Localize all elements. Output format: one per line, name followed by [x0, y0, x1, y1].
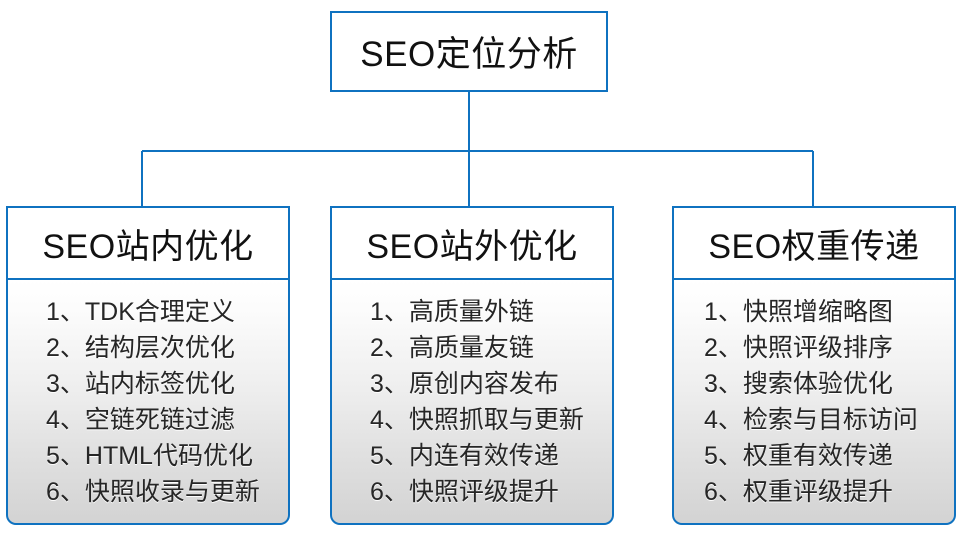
branch-item-list-1: 1、TDK合理定义 2、结构层次优化 3、站内标签优化 4、空链死链过滤 5、H…: [8, 294, 288, 510]
root-node-label: SEO定位分析: [360, 35, 578, 74]
list-item: 6、快照收录与更新: [46, 478, 260, 506]
list-item: 1、TDK合理定义: [46, 298, 235, 326]
branch-body-2: 1、高质量外链 2、高质量友链 3、原创内容发布 4、快照抓取与更新 5、内连有…: [330, 279, 614, 525]
branch-column-3: SEO权重传递 1、快照增缩略图 2、快照评级排序 3、搜索体验优化 4、检索与…: [672, 206, 956, 525]
list-item: 3、原创内容发布: [370, 370, 559, 398]
branch-header-1: SEO站内优化: [6, 206, 290, 280]
list-item: 5、权重有效传递: [704, 442, 893, 470]
branch-header-3: SEO权重传递: [672, 206, 956, 280]
branch-column-1: SEO站内优化 1、TDK合理定义 2、结构层次优化 3、站内标签优化 4、空链…: [6, 206, 290, 525]
list-item: 2、高质量友链: [370, 334, 534, 362]
branch-column-2: SEO站外优化 1、高质量外链 2、高质量友链 3、原创内容发布 4、快照抓取与…: [330, 206, 614, 525]
list-item: 2、快照评级排序: [704, 334, 893, 362]
list-item: 3、搜索体验优化: [704, 370, 893, 398]
list-item: 5、内连有效传递: [370, 442, 559, 470]
list-item: 1、快照增缩略图: [704, 298, 893, 326]
branch-body-3: 1、快照增缩略图 2、快照评级排序 3、搜索体验优化 4、检索与目标访问 5、权…: [672, 279, 956, 525]
list-item: 5、HTML代码优化: [46, 442, 253, 470]
branch-header-label-1: SEO站内优化: [42, 227, 254, 266]
list-item: 6、权重评级提升: [704, 478, 893, 506]
branch-header-2: SEO站外优化: [330, 206, 614, 280]
branch-item-list-3: 1、快照增缩略图 2、快照评级排序 3、搜索体验优化 4、检索与目标访问 5、权…: [674, 294, 954, 510]
branch-body-1: 1、TDK合理定义 2、结构层次优化 3、站内标签优化 4、空链死链过滤 5、H…: [6, 279, 290, 525]
list-item: 4、空链死链过滤: [46, 406, 235, 434]
list-item: 4、检索与目标访问: [704, 406, 918, 434]
list-item: 6、快照评级提升: [370, 478, 559, 506]
list-item: 2、结构层次优化: [46, 334, 235, 362]
list-item: 3、站内标签优化: [46, 370, 235, 398]
list-item: 1、高质量外链: [370, 298, 534, 326]
branch-item-list-2: 1、高质量外链 2、高质量友链 3、原创内容发布 4、快照抓取与更新 5、内连有…: [332, 294, 612, 510]
list-item: 4、快照抓取与更新: [370, 406, 584, 434]
root-node: SEO定位分析: [330, 11, 608, 92]
branch-header-label-2: SEO站外优化: [366, 227, 578, 266]
branch-header-label-3: SEO权重传递: [708, 227, 920, 266]
